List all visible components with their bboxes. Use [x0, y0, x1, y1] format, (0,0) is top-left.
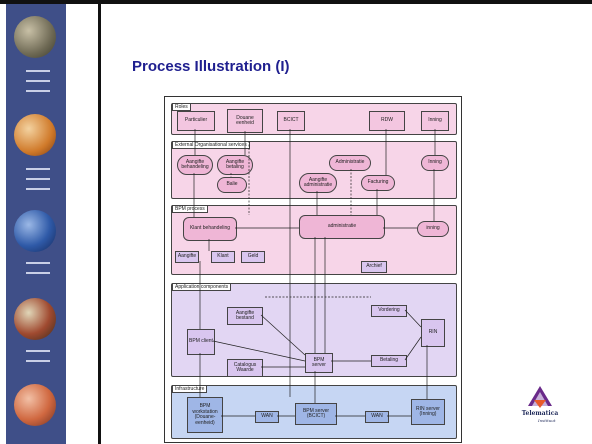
process-klant-behandeling: Klant behandeling: [183, 217, 237, 241]
service-inning: Inning: [421, 155, 449, 171]
process-diagram: Roles Particulier Douane eenheid BCICT R…: [164, 96, 462, 443]
side-tick: [26, 272, 50, 274]
vertical-rule: [98, 0, 101, 444]
logo-name: Telematica: [521, 410, 559, 417]
process-inning: inning: [417, 221, 449, 237]
side-tick: [26, 262, 50, 264]
component-vordering: Vordering: [371, 305, 407, 317]
component-betaling: Betaling: [371, 355, 407, 367]
service-aangifte-behandeling: Aangifte behandeling: [177, 155, 213, 175]
component-bpm-client: BPM client: [187, 329, 215, 355]
service-aangifte-betaling: Aangifte betaling: [217, 155, 253, 175]
application-components-layer-title: Application components: [172, 283, 232, 291]
roles-layer-title: Roles: [172, 103, 191, 111]
logo-subtitle: Instituut: [538, 418, 556, 423]
process-sub-klant: Klant: [211, 251, 235, 263]
role-rdw: RDW: [369, 111, 405, 131]
infrastructure-layer-title: Infrastructure: [172, 385, 208, 393]
bpm-process-layer-title: BPM process: [172, 205, 208, 213]
service-facturing: Facturing: [361, 175, 395, 191]
triangle-logo-icon: [528, 386, 552, 408]
photo-bead-icon: [14, 298, 56, 340]
side-tick: [26, 80, 50, 82]
infra-wan-2: WAN: [365, 411, 389, 423]
side-tick: [26, 350, 50, 352]
side-tick: [26, 90, 50, 92]
service-aangifte-administratie: Aangifte administratie: [299, 173, 337, 193]
photo-bead-icon: [14, 210, 56, 252]
side-tick: [26, 168, 50, 170]
connector-line: [404, 336, 422, 361]
application-components-layer: Application components: [171, 283, 457, 377]
infra-wan-1: WAN: [255, 411, 279, 423]
infra-rin-server: RIN server (Inning): [411, 399, 445, 425]
telematica-logo: Telematica Instituut: [508, 384, 588, 434]
connector-line: [404, 309, 422, 328]
side-tick: [26, 360, 50, 362]
service-administratie: Administratie: [329, 155, 371, 171]
service-balie: Balie: [217, 177, 247, 193]
decorative-side-panel: [0, 0, 98, 444]
connector-line: [212, 340, 306, 362]
infra-bpm-server: BPM server (BCICT): [295, 403, 337, 425]
side-tick: [26, 178, 50, 180]
infra-bpm-workstation: BPM workstation (Douane-eenheid): [187, 397, 223, 433]
connector-line: [260, 314, 306, 356]
photo-bead-icon: [14, 114, 56, 156]
photo-bead-icon: [14, 16, 56, 58]
component-bpm-server: BPM server: [305, 353, 333, 373]
diagram-connectors: [193, 129, 436, 417]
component-catalogus-waarde: Catalogus Waarde: [227, 359, 263, 377]
process-administratie: administratie: [299, 215, 385, 239]
side-tick: [26, 188, 50, 190]
top-rule: [0, 0, 592, 4]
role-bcict: BCICT: [277, 111, 305, 131]
process-sub-archief: Archief: [361, 261, 387, 273]
process-sub-aangifte: Aangifte: [175, 251, 199, 263]
component-rin: RIN: [421, 319, 445, 347]
role-particulier: Particulier: [177, 111, 215, 131]
process-sub-geld: Geld: [241, 251, 265, 263]
roles-layer: Roles: [171, 103, 457, 135]
side-tick: [26, 70, 50, 72]
photo-bead-icon: [14, 384, 56, 426]
slide-title: Process Illustration (I): [132, 58, 290, 75]
